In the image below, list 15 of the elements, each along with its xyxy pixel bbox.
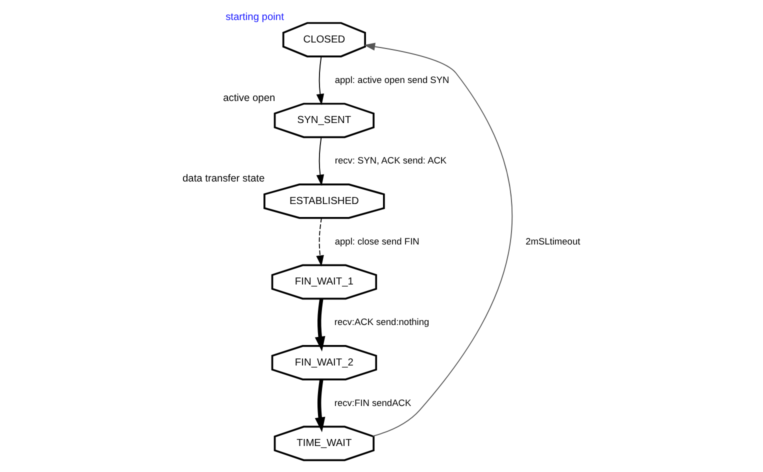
edge-label: appl: active open send SYN [334,74,449,85]
arrow [316,136,324,186]
node-label: starting point [225,12,284,24]
edge-label: recv:FIN sendACK [334,398,411,408]
arrow [314,379,325,432]
arrow [316,56,324,106]
edge-label: recv: SYN, ACK send: ACK [334,156,446,166]
edge-label: appl: close send FIN [334,236,419,246]
edge-label: 2mSLtimeout [525,236,580,246]
arrow [363,42,512,437]
arrow [314,298,325,352]
node-label: active open [222,92,275,104]
arrow [316,217,324,267]
edge-label: recv:ACK send:nothing [334,317,429,328]
node-label: data transfer state [182,174,264,185]
